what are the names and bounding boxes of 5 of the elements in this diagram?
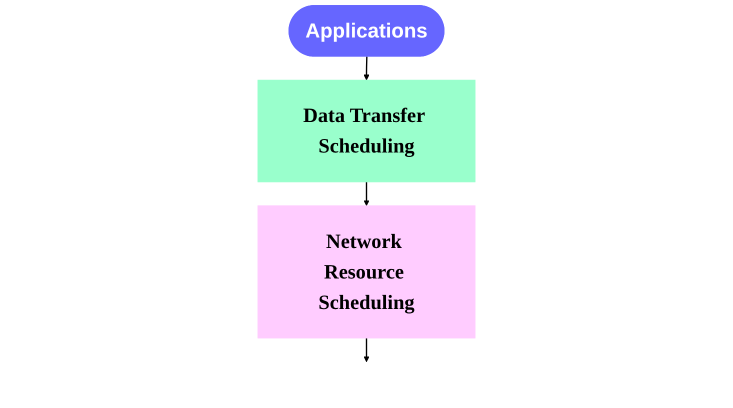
node-box: Network Resource Scheduling bbox=[258, 205, 476, 338]
arrow bbox=[364, 338, 370, 362]
node-box: Data Transfer Scheduling bbox=[258, 80, 476, 182]
arrow bbox=[364, 56, 370, 80]
arrow bbox=[364, 182, 370, 206]
